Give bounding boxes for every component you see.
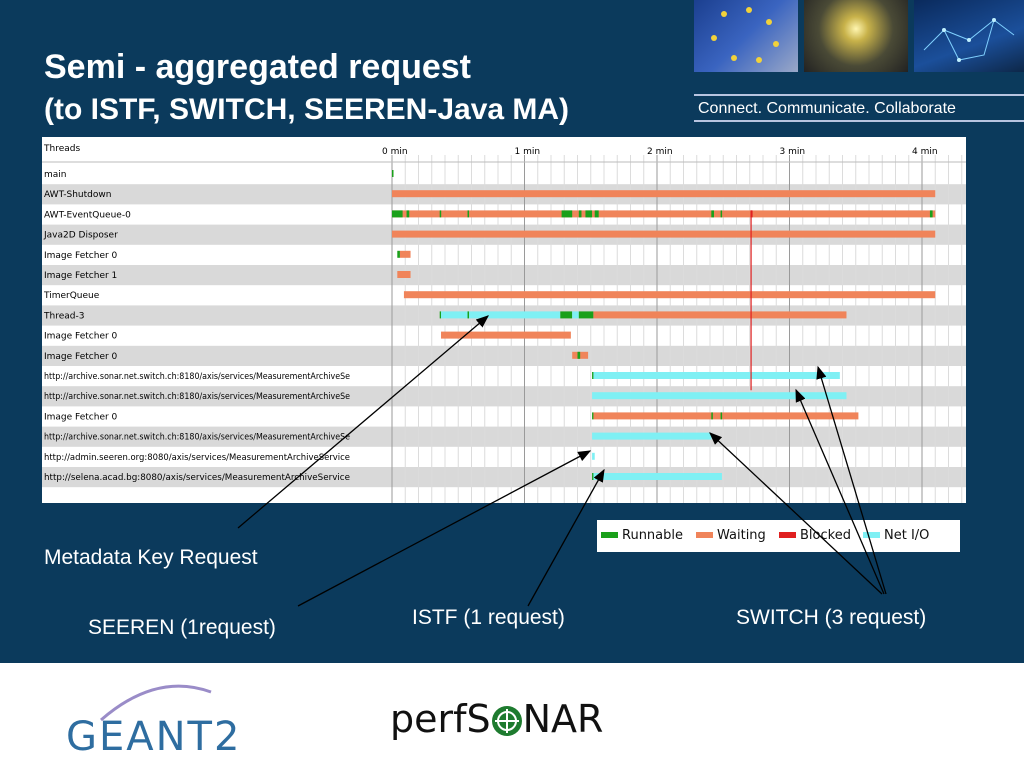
thread-state-segment-netio [593,473,722,480]
thread-name-label: Image Fetcher 0 [44,412,118,422]
time-tick-label: 4 min [912,147,938,157]
geant2-logo: GEANT2 [66,682,246,762]
time-tick-label: 0 min [382,147,408,157]
thread-state-segment-runnable [561,210,573,218]
thread-state-segment-netio [441,311,561,319]
thread-name-label: AWT-Shutdown [44,190,111,200]
time-tick-label: 1 min [515,147,541,157]
thread-name-label: http://admin.seeren.org:8080/axis/servic… [44,453,350,463]
crosshair-icon [491,706,522,736]
thread-state-segment-netio [593,372,840,379]
thread-state-segment-runnable [592,372,594,379]
swoosh-icon [100,684,212,722]
thread-state-segment-waiting [593,311,847,319]
thread-name-label: Image Fetcher 0 [44,251,118,261]
thread-state-segment-runnable [929,210,933,218]
thread-timeline-svg: Threads 0 min 1 min 2 min 3 min 4 min mainAWT-… [42,144,966,503]
thread-state-segment-runnable [594,210,599,218]
thread-name-label: Image Fetcher 0 [44,352,118,362]
network-icon [923,18,1015,62]
thread-name-label: http://archive.sonar.net.switch.ch:8180/… [44,392,350,402]
thread-name-label: http://selena.acad.bg:8080/axis/services… [44,473,350,483]
footer-bar: GEANT2 perfS NAR [0,663,1024,768]
legend-swatch-netio [863,532,880,538]
thread-state-segment-runnable [392,210,403,218]
geant2-logo-text: GEANT2 [66,714,242,760]
thread-state-segment-netio [572,311,579,319]
thread-state-segment-runnable [585,210,593,218]
thread-state-segment-runnable [397,250,400,258]
legend-swatch-waiting [696,532,713,538]
chart-legend: Runnable Waiting Blocked Net I/O [597,520,960,552]
thread-state-segment-runnable [467,210,470,218]
thread-state-segment-runnable [577,351,581,359]
thread-state-segment-runnable [720,210,723,218]
thread-state-segment-runnable [592,412,594,420]
thread-row-band [42,345,966,366]
thread-state-segment-netio [592,452,595,460]
thread-state-segment-waiting [392,230,936,238]
perfsonar-logo-text-a: perfS [390,697,491,741]
thread-name-label: http://archive.sonar.net.switch.ch:8180/… [44,433,350,443]
annotation-seeren: SEEREN (1request) [88,616,276,639]
perfsonar-logo: perfS NAR [390,697,603,741]
thread-state-segment-runnable [592,473,594,480]
tagline: Connect. Communicate. Collaborate [694,94,1024,122]
thread-state-segment-waiting [397,271,411,278]
thread-state-segment-runnable [439,311,442,319]
thread-state-segment-runnable [406,210,410,218]
legend-label-netio: Net I/O [884,528,930,543]
thread-state-segment-runnable [720,412,723,420]
thread-name-label: Image Fetcher 0 [44,332,118,342]
thread-state-segment-netio [592,432,712,440]
time-tick-label: 3 min [780,147,806,157]
thread-state-segment-waiting [593,412,859,420]
thread-name-label: Thread-3 [43,311,84,321]
thread-state-segment-waiting [392,190,936,198]
thread-name-label: AWT-EventQueue-0 [44,210,131,220]
header-banner-images [694,0,1024,72]
network-map-photo [914,0,1024,72]
thread-name-label: Image Fetcher 1 [44,271,117,281]
thread-state-segment-runnable [711,412,713,420]
thread-state-segment-waiting [392,210,936,218]
star-icon [711,7,779,63]
light-bulb-photo [804,0,908,72]
annotation-switch: SWITCH (3 request) [736,606,927,629]
legend-swatch-runnable [601,532,618,538]
thread-state-segment-runnable [578,210,582,218]
threads-header-label: Threads [43,144,80,154]
legend-label-runnable: Runnable [622,528,683,543]
thread-state-segment-runnable [392,170,394,177]
legend-label-blocked: Blocked [800,528,851,543]
thread-state-segment-blocked [751,210,753,218]
thread-state-segment-waiting [441,331,571,339]
thread-name-label: TimerQueue [43,291,100,301]
thread-state-segment-runnable [711,210,714,218]
thread-state-segment-runnable [439,210,442,218]
thread-name-label: http://archive.sonar.net.switch.ch:8180/… [44,372,350,382]
eu-flag-photo [694,0,798,72]
annotation-metadata-key-request: Metadata Key Request [44,546,258,569]
legend-label-waiting: Waiting [717,528,766,543]
thread-state-segment-runnable [467,311,470,319]
thread-state-segment-runnable [560,311,573,319]
slide-title: Semi - aggregated request [44,48,472,86]
annotation-istf: ISTF (1 request) [412,606,565,629]
slide-subtitle: (to ISTF, SWITCH, SEEREN-Java MA) [44,93,570,126]
thread-state-segment-waiting [403,291,936,299]
thread-state-segment-runnable [578,311,594,319]
thread-state-segment-netio [592,392,847,400]
perfsonar-logo-text-b: NAR [522,697,604,741]
thread-name-label: main [44,170,67,180]
legend-swatch-blocked [779,532,796,538]
time-tick-label: 2 min [647,147,673,157]
thread-state-segment-waiting [399,250,411,258]
thread-name-label: Java2D Disposer [43,231,118,241]
thread-row-band [42,265,966,286]
